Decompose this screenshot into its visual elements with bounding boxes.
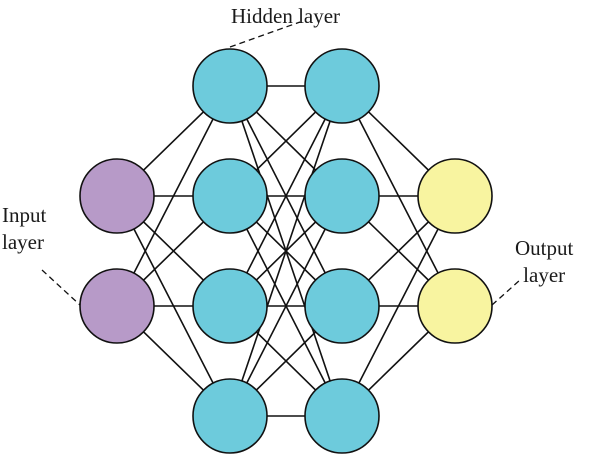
input-label-leader (41, 269, 81, 306)
hidden-2-node-2 (304, 158, 380, 234)
hidden-1-node-2 (192, 158, 268, 234)
output-node-1 (417, 158, 493, 234)
input-label-line2: layer (2, 230, 44, 254)
hidden-2-node-4 (304, 378, 380, 454)
hidden-layer-label: Hidden layer (231, 4, 341, 28)
hidden-1-node-1 (192, 48, 268, 124)
input-layer-label: Input layer (2, 202, 46, 256)
hidden-1-node-3 (192, 268, 268, 344)
input-label-line1: Input (2, 203, 47, 227)
edge-hidden-1-3-to-hidden-2-1 (229, 195, 343, 417)
edge-hidden-1-3-to-hidden-2-0 (229, 85, 343, 417)
connection-lines (116, 85, 456, 417)
edge-hidden-1-2-to-hidden-2-0 (229, 85, 343, 307)
input-node-2 (79, 268, 155, 344)
output-label-line2: layer (523, 263, 566, 287)
output-label-line1: Output (515, 236, 574, 260)
neuron-nodes (79, 48, 493, 454)
edge-input-1-to-hidden-1-0 (116, 85, 231, 307)
hidden-label-leader (229, 21, 301, 48)
input-node-1 (79, 158, 155, 234)
hidden-1-node-4 (192, 378, 268, 454)
edge-hidden-2-3-to-output-0 (341, 195, 456, 417)
label-leader-lines (41, 21, 521, 306)
hidden-2-node-1 (304, 48, 380, 124)
output-node-2 (417, 268, 493, 344)
hidden-2-node-3 (304, 268, 380, 344)
output-label-leader (491, 279, 521, 306)
output-layer-label: Output layer (515, 235, 573, 289)
